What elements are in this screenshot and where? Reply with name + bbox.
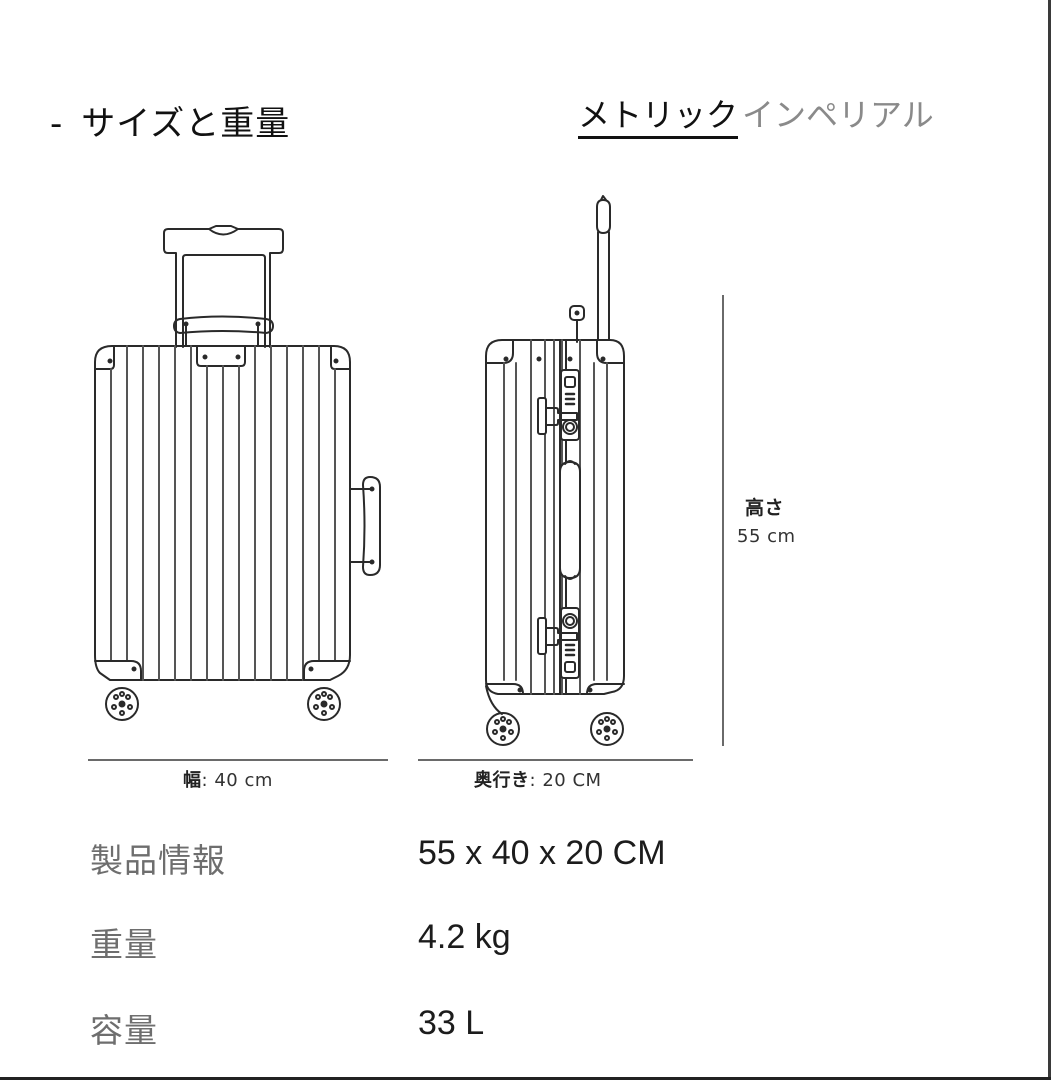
spec-value: 4.2 kg <box>418 918 511 956</box>
unit-metric-tab[interactable]: メトリック <box>578 96 739 139</box>
width-label: 幅: 40 cm <box>183 770 273 791</box>
unit-toggle: メトリックインペリアル <box>578 90 934 139</box>
depth-value: 20 CM <box>542 770 602 791</box>
spec-label: 製品情報 <box>90 841 226 880</box>
suitcase-front-icon <box>94 225 381 721</box>
height-value: 55 cm <box>737 526 796 547</box>
depth-label: 奥行き: 20 CM <box>474 770 602 791</box>
spec-label: 重量 <box>90 925 158 964</box>
frame-border-bottom <box>0 1077 1051 1080</box>
spec-label: 容量 <box>90 1011 158 1050</box>
section-title: サイズと重量 <box>81 104 291 144</box>
section-header[interactable]: -サイズと重量 <box>50 96 290 145</box>
unit-imperial-tab[interactable]: インペリアル <box>742 96 934 134</box>
frame-border-right <box>1048 0 1051 1080</box>
width-value: 40 cm <box>214 770 273 791</box>
spec-value: 33 L <box>418 1004 485 1042</box>
collapse-dash-icon[interactable]: - <box>50 104 64 144</box>
suitcase-side-icon <box>485 195 625 746</box>
height-label: 高さ <box>745 497 785 519</box>
spec-value: 55 x 40 x 20 CM <box>418 834 666 872</box>
